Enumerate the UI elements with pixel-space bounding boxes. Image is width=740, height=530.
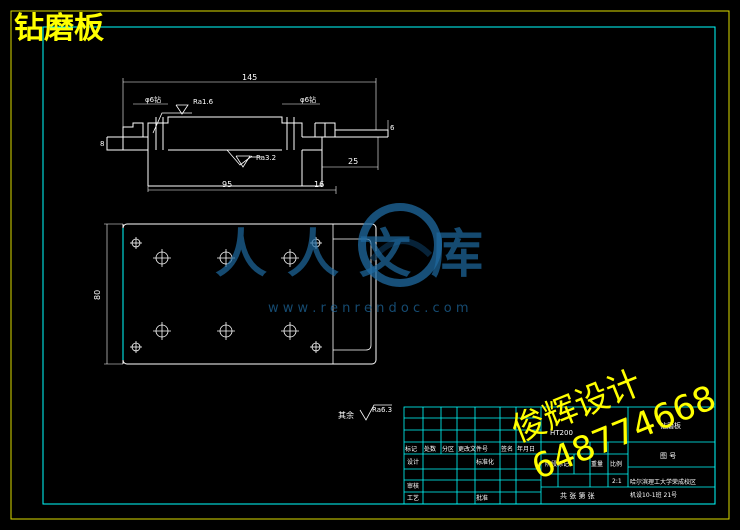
tb-scale: 2:1 — [612, 478, 622, 485]
tb-header-2: 分区 — [442, 445, 454, 453]
drawing-title: 钻磨板 — [14, 11, 104, 46]
tb-design: 设计 — [407, 458, 419, 466]
tb-standard: 标准化 — [476, 458, 494, 466]
dim-base-length: 95 — [222, 180, 232, 189]
roughness-symbol-bottom — [226, 149, 262, 168]
tb-part-name: 钻磨板 — [660, 421, 681, 430]
tb-class: 机设10-1班 21号 — [630, 491, 677, 499]
tb-header-1: 处数 — [424, 445, 436, 453]
roughness-symbol-top — [152, 104, 192, 134]
front-dimensions — [106, 78, 389, 194]
tb-sheets: 共 张 第 张 — [560, 491, 595, 500]
dim-overall-length: 145 — [242, 73, 257, 82]
dim-end-length: 16 — [314, 180, 324, 189]
tb-check: 审核 — [407, 482, 419, 490]
dim-height-left: 8 — [100, 140, 104, 148]
tb-header-4: 签名 — [501, 445, 513, 453]
dim-step-right: 25 — [348, 157, 358, 166]
tb-drawing-no: 图 号 — [660, 452, 676, 460]
rough-rest-label: Ra6.3 — [372, 406, 392, 414]
watermark-url: w w w . r e n r e n d o c . c o m — [268, 301, 469, 316]
tb-weight-label: 重量 — [591, 460, 603, 468]
tb-scale-label: 比例 — [610, 460, 622, 468]
outer-frame — [10, 10, 730, 520]
roughness-symbol-rest — [359, 404, 392, 421]
holes — [130, 237, 322, 353]
tb-process: 工艺 — [407, 494, 419, 502]
tb-approve: 批准 — [476, 494, 488, 502]
tb-header-0: 标记 — [405, 445, 417, 453]
rough-bottom-label: Ra3.2 — [256, 154, 276, 162]
dim-hole-left: φ6钻 — [145, 95, 161, 104]
tb-material: HT200 — [550, 429, 573, 437]
dim-hole-right: φ6钻 — [300, 95, 316, 104]
rough-top-label: Ra1.6 — [193, 98, 214, 106]
watermark-brand: 人人文库 — [215, 225, 503, 285]
tb-mark-label: 阶段标记 — [545, 460, 569, 468]
rest-label: 其余 — [338, 410, 354, 420]
inner-frame — [42, 26, 716, 505]
tb-header-3: 更改文件号 — [458, 445, 488, 453]
dim-width: 80 — [93, 290, 102, 300]
dim-height-right: 6 — [390, 124, 395, 132]
front-view — [106, 116, 389, 187]
top-view-width-dim — [104, 223, 123, 365]
watermark-logo — [358, 203, 442, 287]
title-block — [403, 406, 716, 505]
tb-header-5: 年月日 — [517, 445, 535, 453]
tb-school: 哈尔滨理工大学荣成校区 — [630, 478, 696, 486]
